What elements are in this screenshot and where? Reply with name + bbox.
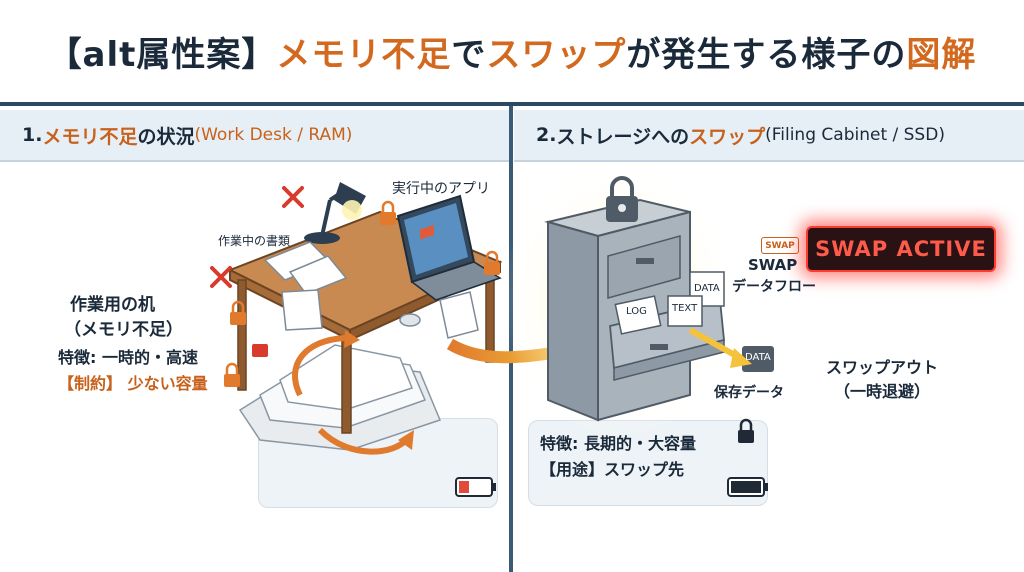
cross-icon	[210, 186, 304, 288]
cabinet-use: 【用途】スワップ先	[540, 460, 685, 479]
doc-data-label: DATA	[694, 283, 720, 294]
right-header-rest: ストレージへの	[556, 125, 690, 148]
label-working-docs: 作業中の書類	[218, 234, 291, 248]
page-title: 【alt属性案】メモリ不足でスワップが発生する様子の図解	[48, 27, 977, 76]
right-num: 2.	[536, 124, 557, 146]
saved-data-label: 保存データ	[714, 385, 784, 401]
cabinet-feature: 特徴: 長期的・大容量	[540, 434, 696, 453]
desk-limit-text: 少ない容量	[127, 374, 208, 393]
desk-limit-tag: 【制約】	[58, 374, 123, 393]
left-header-rest: の状況	[137, 125, 195, 148]
swap-tag: SWAP	[761, 237, 799, 254]
title-part5: 図解	[906, 34, 977, 75]
title-part1: メモリ不足	[276, 34, 452, 75]
desk-feature: 特徴: 一時的・高速	[58, 348, 198, 367]
left-header-english: (Work Desk / RAM)	[194, 125, 353, 145]
left-num: 1.	[22, 124, 43, 146]
desk-title: 作業用の机	[70, 295, 155, 315]
title-part4: が発生する様子の	[626, 34, 907, 75]
lock-icon	[230, 200, 500, 357]
label-running-apps: 実行中のアプリ	[392, 181, 490, 197]
left-panel-header: 1. メモリ不足 の状況 (Work Desk / RAM)	[0, 110, 510, 162]
doc-data2-label: DATA	[745, 352, 771, 363]
swap-flow-title: SWAP	[748, 256, 798, 274]
cabinet-lock-icon	[606, 176, 638, 222]
doc-log-label: LOG	[626, 306, 647, 317]
title-part3: スワップ	[486, 34, 627, 75]
title-prefix: 【alt属性案】	[47, 34, 277, 75]
swap-out-title: スワップアウト	[826, 358, 939, 377]
battery-full-icon	[727, 477, 768, 497]
laptop-icon	[396, 194, 502, 301]
floating-docs	[614, 271, 774, 372]
feature-lock-icon	[224, 362, 754, 443]
title-part2: で	[451, 34, 487, 75]
right-panel-header: 2. ストレージへの スワップ (Filing Cabinet / SSD)	[514, 110, 1024, 162]
right-header-highlight: スワップ	[689, 125, 766, 148]
right-header-english: (Filing Cabinet / SSD)	[765, 125, 945, 145]
battery-low-icon	[455, 477, 496, 497]
swap-active-badge: SWAP ACTIVE	[806, 226, 996, 272]
desk-lamp-icon	[304, 182, 366, 244]
title-bar: 【alt属性案】メモリ不足でスワップが発生する様子の図解	[0, 0, 1024, 106]
left-header-highlight: メモリ不足	[42, 125, 138, 148]
swap-out-subtitle: （一時退避）	[834, 382, 931, 401]
paper-pile	[238, 344, 442, 451]
filing-cabinet-icon	[544, 198, 725, 422]
doc-text-label: TEXT	[672, 303, 698, 314]
swap-flow-subtitle: データフロー	[732, 279, 816, 295]
desk-subtitle: （メモリ不足）	[64, 320, 183, 340]
desk-limit: 【制約】 少ない容量	[58, 370, 208, 394]
